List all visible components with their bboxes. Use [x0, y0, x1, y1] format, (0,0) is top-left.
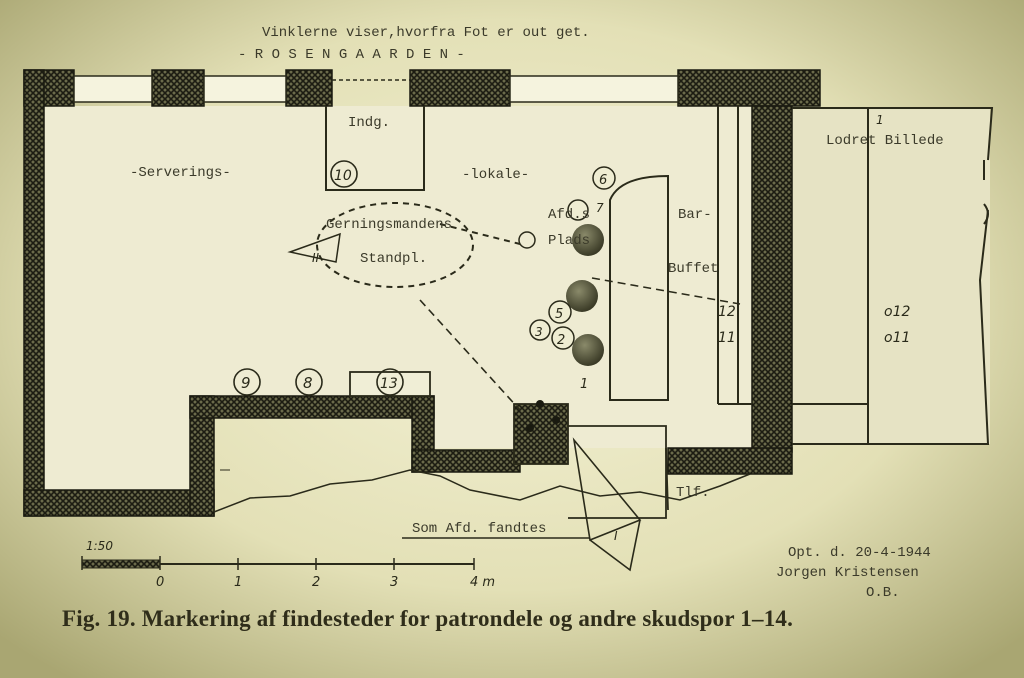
wall-bottom-mid — [411, 449, 521, 473]
scale-ratio: 1:50 — [86, 539, 113, 553]
lower-structures — [349, 371, 669, 519]
marker-9: 9 — [241, 374, 251, 392]
label-afd1: Afd.s — [548, 207, 590, 223]
windows — [73, 75, 679, 103]
numbered-markers: 10 9 8 13 6 7 5 3 2 1 12 11 o12 o11 II I… — [233, 113, 910, 543]
marker-11: 11 — [718, 330, 736, 346]
entrance-alcove — [325, 106, 425, 191]
signature-block: Opt. d. 20-4-1944 Jorgen Kristensen O.B. — [776, 545, 931, 601]
marker-o12: o12 — [884, 304, 910, 320]
label-som: Som Afd. fandtes — [412, 521, 546, 537]
wall-top-pillar1 — [151, 69, 205, 107]
wall-left — [23, 69, 45, 517]
wall-bottom-right — [667, 447, 793, 475]
wall-top-right — [677, 69, 821, 107]
room-labels: Indg. -Serverings- -lokale- Gerningsmand… — [130, 115, 944, 537]
label-afd2: Plads — [548, 233, 590, 249]
marker-o11: o11 — [884, 330, 910, 346]
angle-marker-ii — [287, 232, 341, 263]
scale-tick-2: 2 — [312, 575, 320, 590]
marker-6: 6 — [599, 173, 607, 188]
label-lodret: Lodret Billede — [826, 133, 944, 149]
marker-8: 8 — [303, 374, 313, 392]
wall-bottom-left — [23, 489, 215, 517]
shooter-zone — [316, 202, 521, 288]
header-line1: Vinklerne viser,hvorfra Fot er out get. — [262, 25, 590, 41]
interior — [42, 106, 990, 490]
signature-line1: Opt. d. 20-4-1944 — [788, 545, 931, 561]
bar-counter — [609, 106, 752, 405]
wall-right — [751, 105, 793, 453]
label-entrance: Indg. — [348, 115, 390, 131]
marker-13: 13 — [380, 376, 398, 392]
marker-1-top: 1 — [876, 113, 884, 127]
marker-7: 7 — [596, 201, 604, 215]
scale-tick-1: 1 — [234, 575, 242, 590]
marker-2: 2 — [557, 333, 565, 348]
label-shooter: Gerningsmandens — [326, 217, 452, 233]
scale-tick-0: 0 — [156, 575, 164, 590]
marker-12: 12 — [718, 304, 736, 320]
evidence-balls — [518, 166, 616, 432]
torn-edge — [213, 469, 751, 513]
marker-10: 10 — [334, 168, 352, 184]
wall-top-pillar2 — [285, 69, 333, 107]
scale-bar: 1:50 0 1 2 3 4 m — [81, 539, 495, 590]
sightline — [419, 277, 741, 411]
label-tlf: Tlf. — [676, 485, 710, 501]
marker-1: 1 — [580, 377, 588, 392]
annex — [792, 107, 994, 445]
signature-line2: Jorgen Kristensen — [776, 565, 919, 581]
label-bar: Bar- — [678, 207, 712, 223]
arrow-label-i: I — [614, 529, 618, 543]
figure-caption: Fig. 19. Markering af findesteder for pa… — [62, 606, 794, 631]
angle-marker-i — [572, 437, 642, 572]
signature-line3: O.B. — [866, 585, 900, 601]
marker-3: 3 — [535, 325, 543, 339]
arrow-label-ii: II — [312, 251, 320, 265]
scale-tick-3: 3 — [390, 575, 398, 590]
label-stand: Standpl. — [360, 251, 427, 267]
wall-top-pillar3 — [409, 69, 511, 107]
scale-tick-4: 4 m — [470, 575, 495, 590]
wall-step-horizontal — [189, 395, 435, 419]
label-serving-right: -lokale- — [462, 167, 529, 183]
label-serving-left: -Serverings- — [130, 165, 231, 181]
header-line2: - R O S E N G A A R D E N - — [238, 47, 465, 63]
label-buffet: Buffet — [668, 261, 718, 277]
marker-5: 5 — [555, 307, 563, 322]
